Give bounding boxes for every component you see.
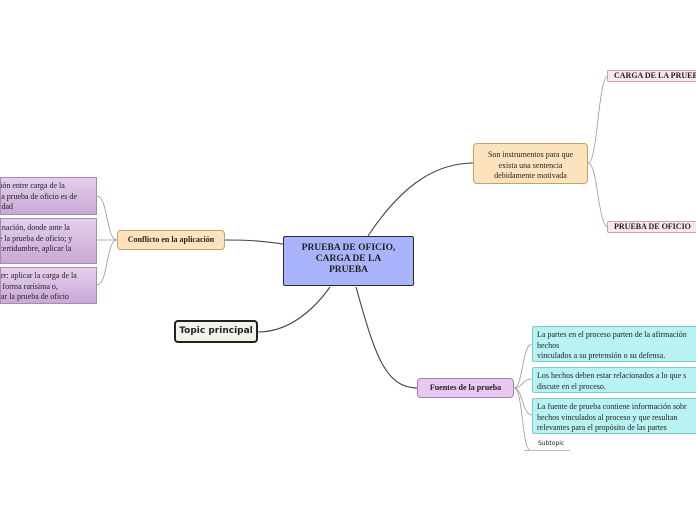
carga-node[interactable]: CARGA DE LA PRUEBA	[607, 70, 696, 82]
connector-fuentes-item1	[513, 343, 533, 389]
central-line-2: CARGA DE LA	[315, 254, 382, 264]
fuentes-node[interactable]: Fuentes de la prueba	[417, 378, 514, 398]
conflicto-node[interactable]: Conflicto en la aplicación	[117, 230, 225, 250]
connector-central-instrumentos	[367, 162, 475, 237]
conflicto-item-1-line-1: ación entre carga de la	[0, 181, 65, 190]
conflicto-item-3-line-1: i ser: aplicar la carga de la	[0, 271, 77, 280]
conflicto-item-2-line-2: rse la prueba de oficio; y	[0, 233, 73, 243]
conflicto-item-3-line-2: en forma rarísima o,	[1, 281, 58, 291]
fuentes-item-2[interactable]: Los hechos deben estar relacionados a lo…	[532, 367, 696, 393]
connector-fuentes-item3	[513, 387, 533, 416]
fuentes-item-1-line-2: hechos	[537, 340, 560, 350]
instrumentos-line-3: debidamente motivada	[494, 171, 567, 180]
connector-central-fuentes	[355, 286, 419, 389]
carga-label: CARGA DE LA PRUEBA	[614, 71, 696, 80]
topic-principal-node[interactable]: Topic principal	[174, 320, 258, 343]
connector-instrumentos-carga	[587, 75, 609, 164]
fuentes-item-3-line-3: relevantes para el propósito de las part…	[537, 423, 667, 432]
fuentes-label: Fuentes de la prueba	[429, 383, 502, 392]
instrumentos-line-1: Son instrumentos para que	[487, 150, 574, 159]
connector-central-topic	[257, 286, 331, 333]
conflicto-item-1-line-2: y la prueba de oficio es de	[0, 191, 77, 201]
fuentes-item-2-line-1: Los hechos deben estar relacionados a lo…	[537, 371, 687, 380]
connector-fuentes-item2	[513, 378, 533, 389]
subtopic-node[interactable]: Subtopic	[524, 437, 570, 451]
conflicto-item-3[interactable]: i ser: aplicar la carga de la en forma r…	[0, 267, 97, 304]
connector-conflicto-item3	[96, 239, 118, 286]
conflicto-label: Conflicto en la aplicación	[127, 235, 215, 244]
prueba-oficio-label: PRUEBA DE OFICIO	[614, 222, 691, 231]
central-line-3: PRUEBA	[328, 265, 369, 275]
central-line-1: PRUEBA DE OFICIO,	[301, 243, 396, 253]
fuentes-item-1-line-3: vinculados a su pretensión o su defensa.	[537, 351, 666, 360]
instrumentos-node[interactable]: Son instrumentos para que exista una sen…	[473, 143, 588, 184]
conflicto-item-1[interactable]: ación entre carga de la y la prueba de o…	[0, 177, 97, 215]
connector-instrumentos-oficio	[587, 162, 609, 228]
topic-principal-label: Topic principal	[179, 326, 253, 336]
prueba-oficio-node[interactable]: PRUEBA DE OFICIO	[607, 221, 696, 233]
conflicto-item-1-line-3: ividad	[1, 202, 13, 211]
fuentes-item-3-line-1: La fuente de prueba contiene información…	[537, 402, 687, 411]
fuentes-item-3[interactable]: La fuente de prueba contiene información…	[532, 398, 696, 434]
fuentes-item-1-line-1: La partes en el proceso parten de la afi…	[537, 330, 687, 339]
subtopic-label: Subtopic	[538, 440, 565, 447]
connector-fuentes-subtopic	[513, 387, 531, 451]
fuentes-item-2-line-2: discute en el proceso.	[537, 381, 606, 391]
central-topic[interactable]: PRUEBA DE OFICIO, CARGA DE LA PRUEBA	[283, 236, 414, 286]
instrumentos-line-2: exista una sentencia	[498, 160, 563, 170]
fuentes-item-3-line-2: hechos vinculados al proceso y que resul…	[537, 412, 678, 422]
conflicto-item-3-line-3: licar la prueba de oficio	[0, 292, 69, 301]
connector-conflicto-item1	[96, 195, 118, 241]
connector-central-conflicto	[224, 239, 284, 245]
conflicto-item-2-line-1: rdinación, donde ante la	[0, 223, 70, 232]
fuentes-item-1[interactable]: La partes en el proceso parten de la afi…	[532, 326, 696, 362]
conflicto-item-2-line-3: incertidumbre, aplicar la	[0, 244, 72, 253]
conflicto-item-2[interactable]: rdinación, donde ante la rse la prueba d…	[0, 218, 97, 264]
